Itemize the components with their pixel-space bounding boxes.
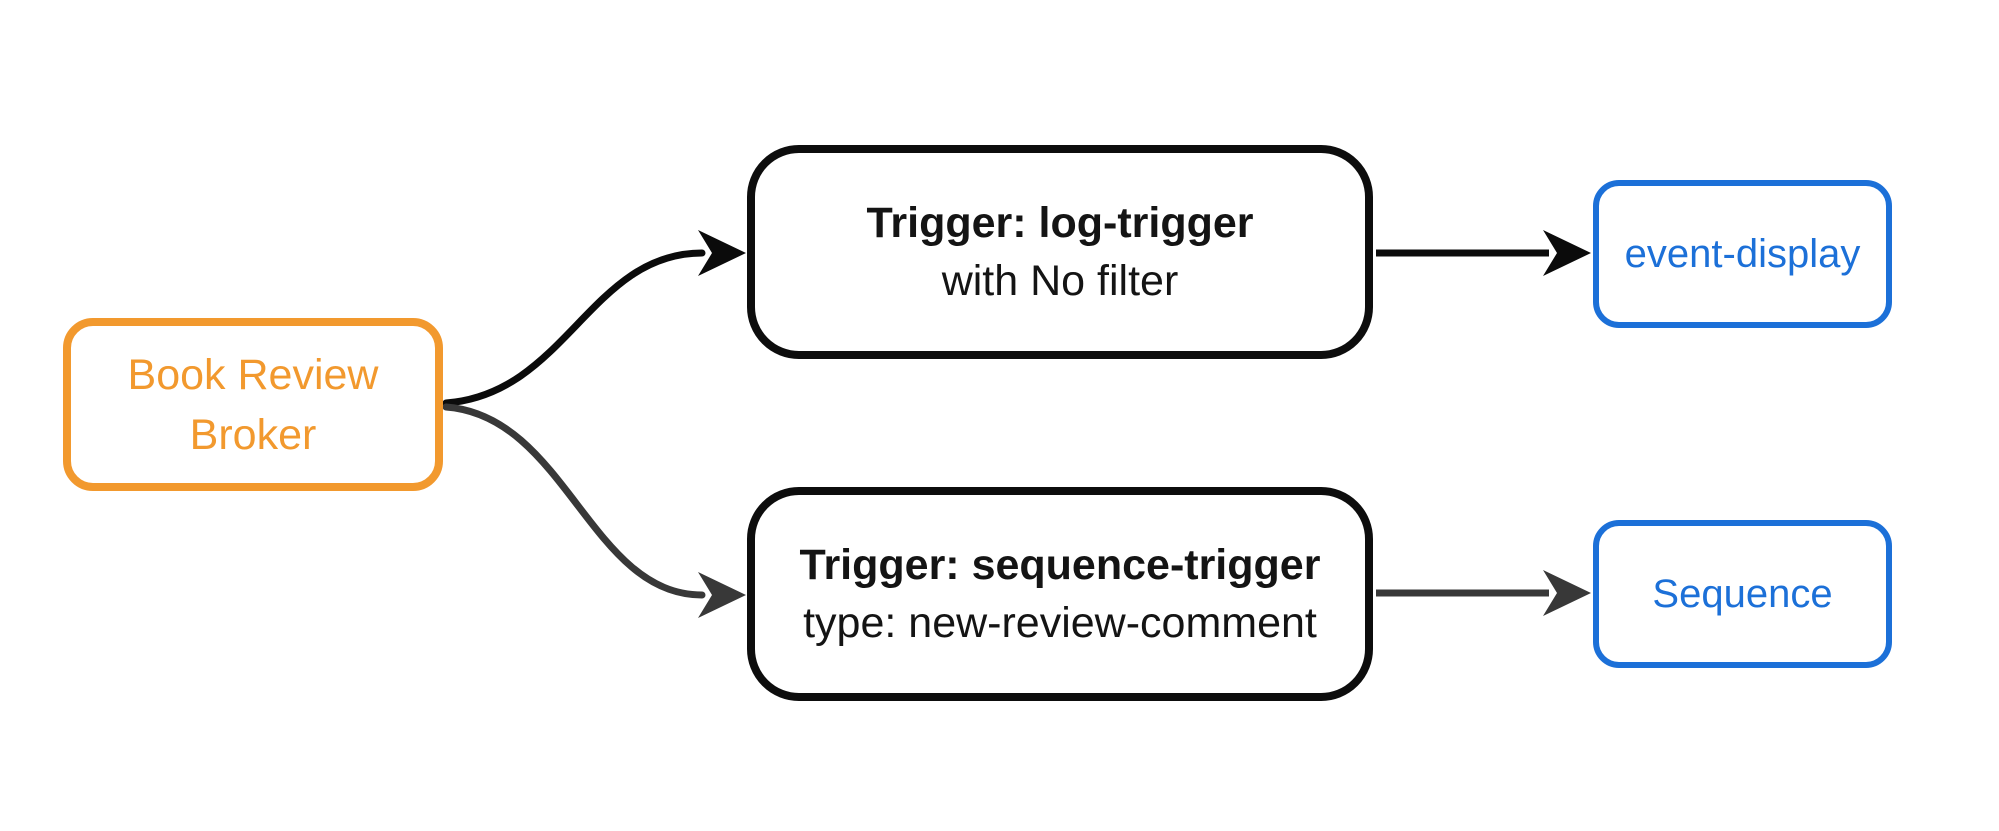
broker-label-line2: Broker <box>189 410 317 459</box>
edge-broker-to-log-trigger <box>442 249 706 407</box>
log-trigger-title: Trigger: log-trigger <box>866 199 1254 247</box>
arrowhead-event-display <box>1543 230 1591 276</box>
sequence-label: Sequence <box>1652 571 1833 616</box>
broker-node: Book Review Broker <box>63 318 443 491</box>
log-trigger-subtitle: with No filter <box>941 257 1179 305</box>
sequence-trigger-title: Trigger: sequence-trigger <box>799 541 1321 589</box>
broker-label-line1: Book Review <box>127 350 379 399</box>
sequence-trigger-node: Trigger: sequence-trigger type: new-revi… <box>747 487 1373 701</box>
sequence-trigger-subtitle: type: new-review-comment <box>803 599 1317 647</box>
arrowhead-sequence-trigger <box>698 572 746 618</box>
arrowhead-sequence <box>1543 570 1591 616</box>
arrowhead-log-trigger <box>698 230 746 276</box>
log-trigger-node: Trigger: log-trigger with No filter <box>747 145 1373 359</box>
edge-broker-to-sequence-trigger <box>442 403 706 599</box>
sequence-node: Sequence <box>1593 520 1892 668</box>
event-display-node: event-display <box>1593 180 1892 328</box>
event-display-label: event-display <box>1624 231 1861 276</box>
